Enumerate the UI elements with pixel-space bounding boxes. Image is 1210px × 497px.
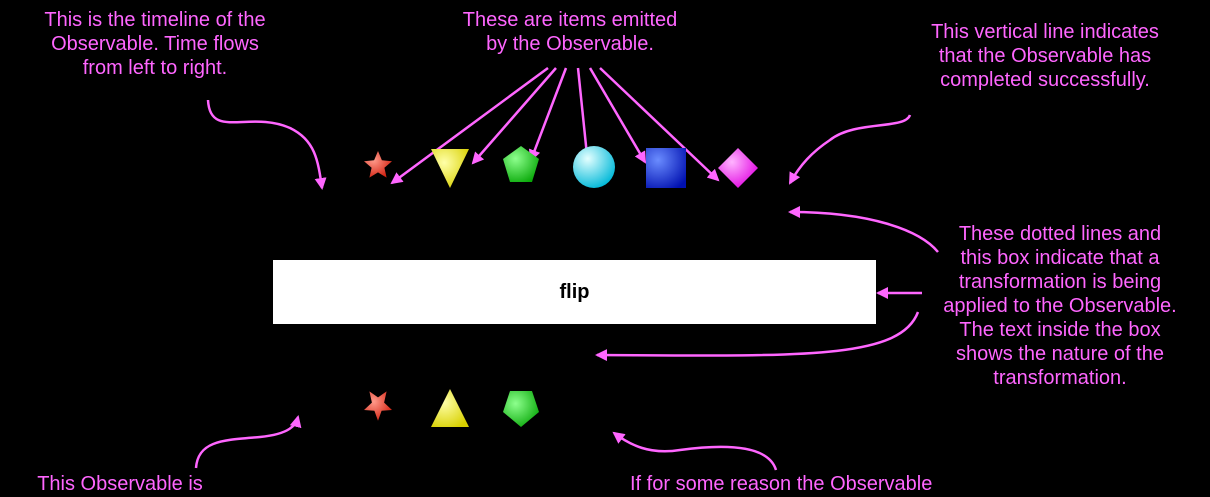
- item-arrow-pentagon: [528, 67, 568, 162]
- transform-arrow-dotted-top: [788, 206, 939, 253]
- error-arrow: [612, 431, 778, 471]
- error-annotation: If for some reason the Observable: [630, 472, 933, 496]
- annotation-line: completed successfully.: [940, 69, 1150, 91]
- yellow-down-triangle-marble: [431, 149, 469, 188]
- terminated-annotation: This Observable is: [0, 472, 240, 496]
- item-arrow-square: [588, 67, 647, 164]
- annotation-line: shows the nature of the: [956, 343, 1164, 365]
- terminated-arrow: [194, 415, 302, 469]
- item-arrow-triangle: [471, 67, 557, 165]
- annotation-line: The text inside the box: [959, 319, 1161, 341]
- items-annotation: These are items emitted by the Observabl…: [425, 8, 715, 56]
- annotation-line: This Observable is: [37, 473, 203, 495]
- blue-square-marble: [646, 148, 686, 188]
- annotation-line: If for some reason the Observable: [630, 473, 933, 495]
- item-arrow-star: [390, 66, 549, 185]
- annotation-line: applied to the Observable.: [943, 295, 1177, 317]
- yellow-up-triangle-output-marble: [431, 389, 469, 427]
- timeline-arrow: [206, 99, 327, 190]
- completion-arrow: [788, 114, 912, 185]
- annotation-line: that the Observable has: [938, 45, 1152, 67]
- annotation-line: Observable. Time flows: [51, 33, 259, 55]
- operator-label: flip: [559, 280, 590, 303]
- annotation-line: This is the timeline of the: [44, 9, 266, 31]
- magenta-diamond-marble: [718, 148, 758, 188]
- item-arrow-diamond: [599, 67, 720, 182]
- annotation-line: by the Observable.: [486, 33, 654, 55]
- annotation-line: These are items emitted: [462, 9, 678, 31]
- annotation-line: transformation is being: [958, 271, 1162, 293]
- operator-box: flip: [273, 260, 876, 324]
- red-star-marble: [364, 151, 392, 178]
- annotation-line: this box indicate that a: [960, 247, 1160, 269]
- completed-annotation: This vertical line indicates that the Ob…: [890, 20, 1200, 92]
- annotation-line: These dotted lines and: [958, 223, 1162, 245]
- cyan-circle-marble: [573, 146, 615, 188]
- timeline-annotation: This is the timeline of the Observable. …: [0, 8, 310, 80]
- green-pentagon-marble: [503, 146, 539, 182]
- red-star-output-marble: [364, 391, 392, 421]
- transform-arrow-dotted-bottom: [595, 311, 920, 362]
- green-pentagon-output-marble: [503, 391, 539, 427]
- annotation-line: transformation.: [993, 367, 1127, 389]
- transformation-annotation: These dotted lines and this box indicate…: [910, 222, 1210, 390]
- annotation-line: This vertical line indicates: [931, 21, 1159, 43]
- annotation-line: from left to right.: [82, 57, 228, 79]
